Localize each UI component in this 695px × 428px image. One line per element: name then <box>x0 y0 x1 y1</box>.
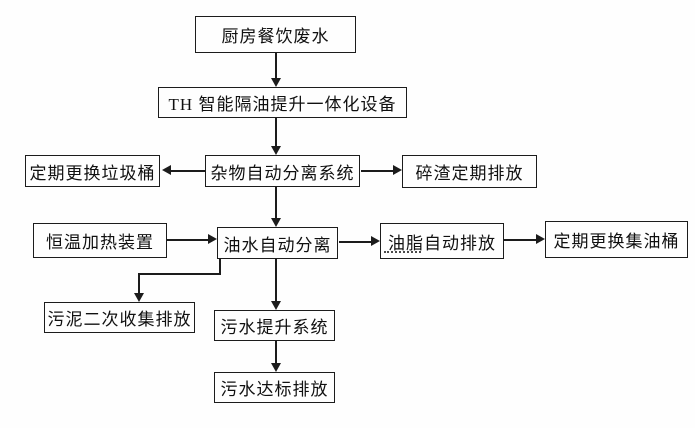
edge-oilwater-sludge-arrow-down-icon <box>134 293 144 302</box>
edge-oilwater-sludge-down-line <box>138 273 140 294</box>
edge-debris-trash-arrow-left-icon <box>162 165 171 175</box>
edge-debris-residue-line <box>361 170 393 172</box>
node-heating-device: 恒温加热装置 <box>33 223 167 258</box>
node-sludge-collection: 污泥二次收集排放 <box>44 302 195 333</box>
edge-kitchen-th-arrow-down-icon <box>271 78 281 87</box>
edge-th-debris-line <box>275 118 277 146</box>
edge-lift-discharge-line <box>275 341 277 363</box>
edge-oilwater-sludge-across-line <box>138 273 221 275</box>
node-th-integrated-device: TH 智能隔油提升一体化设备 <box>158 87 407 118</box>
edge-oilwater-grease-line <box>339 241 371 243</box>
edge-oilwater-lift-arrow-down-icon <box>271 301 281 310</box>
node-debris-separation: 杂物自动分离系统 <box>205 155 360 187</box>
edge-oilwater-sludge-drop-line <box>219 259 221 274</box>
node-kitchen-wastewater: 厨房餐饮废水 <box>195 16 356 53</box>
edge-th-debris-arrow-down-icon <box>271 146 281 155</box>
node-standard-discharge: 污水达标排放 <box>214 372 335 403</box>
node-residue-discharge: 碎渣定期排放 <box>402 155 537 188</box>
node-oil-water-separation: 油水自动分离 <box>217 227 338 259</box>
edge-grease-barrel-line <box>504 239 536 241</box>
edge-debris-oilwater-arrow-down-icon <box>271 218 281 227</box>
edge-debris-residue-arrow-right-icon <box>393 165 402 175</box>
edge-kitchen-th-line <box>275 53 277 78</box>
edge-debris-trash-line <box>171 170 205 172</box>
node-replace-trash-bin: 定期更换垃圾桶 <box>25 155 160 187</box>
spellcheck-dots-decoration <box>384 248 421 253</box>
edge-heater-oilwater-line <box>167 239 208 241</box>
node-replace-oil-barrel: 定期更换集油桶 <box>545 221 688 258</box>
edge-grease-barrel-arrow-right-icon <box>536 234 545 244</box>
node-grease-discharge: 油脂自动排放 <box>380 223 504 259</box>
edge-lift-discharge-arrow-down-icon <box>271 363 281 372</box>
edge-oilwater-grease-arrow-right-icon <box>371 236 380 246</box>
node-sewage-lift-system: 污水提升系统 <box>214 310 335 341</box>
edge-debris-oilwater-line <box>275 187 277 218</box>
edge-oilwater-lift-line <box>275 259 277 301</box>
edge-heater-oilwater-arrow-right-icon <box>208 234 217 244</box>
